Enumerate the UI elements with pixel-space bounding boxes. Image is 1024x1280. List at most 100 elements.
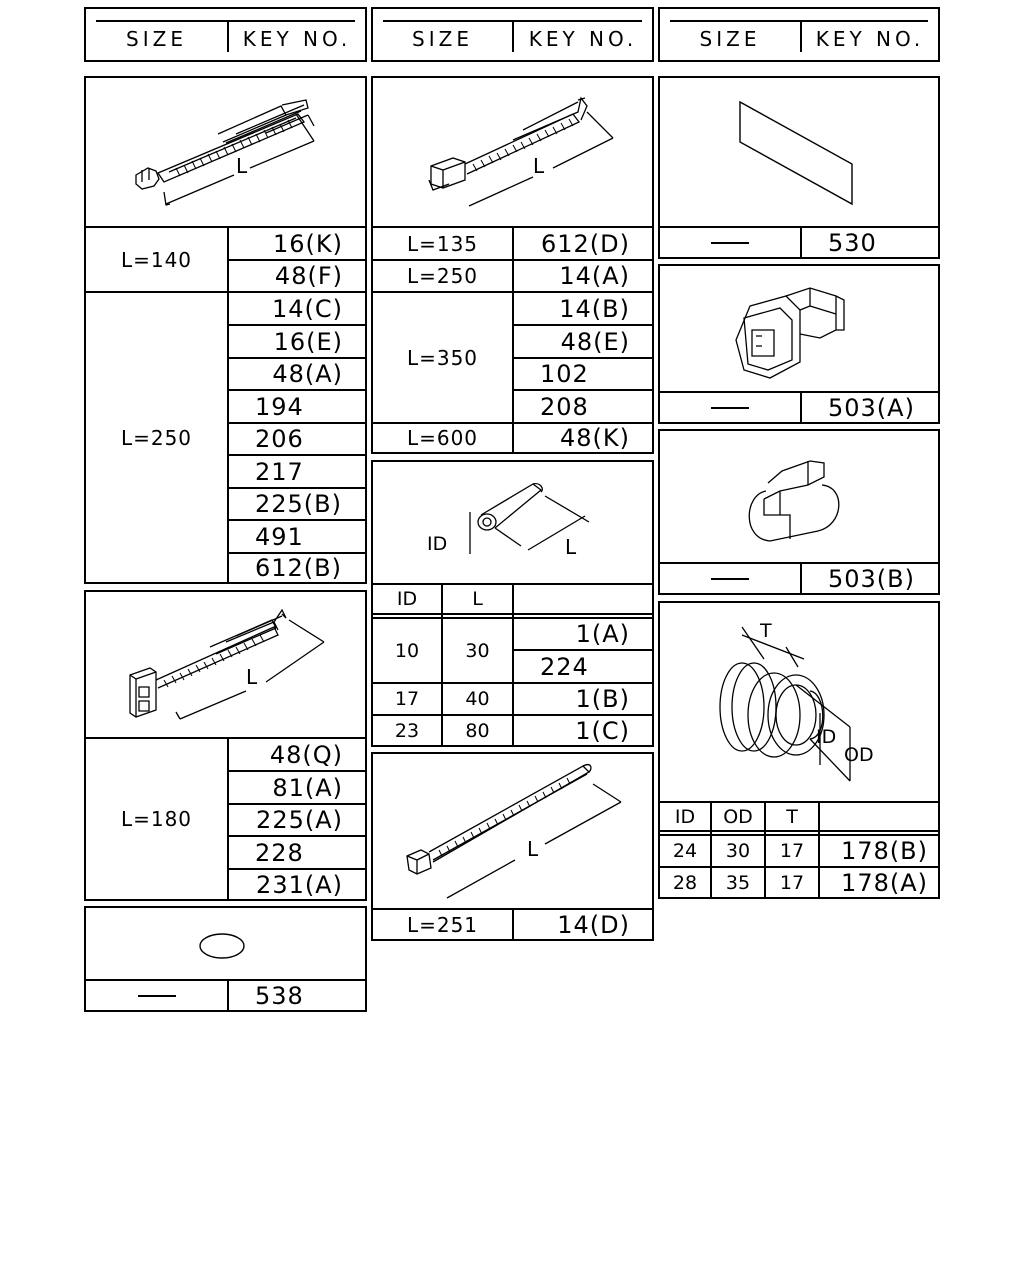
key-cell: 16(E) [273,327,343,356]
dimension-label-od: OD [844,744,874,766]
dash-mark [711,577,749,580]
column-header-id: ID [396,588,418,610]
key-cell: 81(A) [272,773,343,802]
cable-tie-panel: L L=140 16(K) 48(F) L=250 14(C) 16(E) 48… [84,76,367,584]
key-cell: 206 [255,425,304,453]
dash-mark [137,994,176,997]
header-size: SIZE [412,27,473,51]
dimension-label-t: T [759,620,772,642]
dash-mark [711,241,749,244]
key-cell: 1(C) [575,716,630,745]
key-cell: 48(F) [274,262,343,290]
key-cell: 102 [540,360,589,388]
key-cell: 217 [255,457,304,486]
dash-mark [711,406,749,409]
size-cell: L=600 [406,426,479,450]
column-header-l: L [472,588,483,610]
size-cell: L=140 [120,247,193,272]
header-key-no: KEY NO. [242,27,352,51]
ring-grommet-panel: T ID OD ID OD T 24 30 17 178(B) 28 35 17… [658,601,940,899]
dimension-label-id: ID [427,533,447,555]
cable-tie-long-illustration: L [373,754,652,910]
column-header-t: T [786,805,798,828]
column-header-id: ID [674,805,696,828]
tube-id-cell: 10 [394,639,420,662]
key-cell: 14(B) [559,294,630,323]
size-cell: L=135 [406,231,479,256]
cap-illustration [660,431,938,563]
key-cell: 178(B) [841,837,928,865]
size-cell: L=250 [406,264,479,288]
key-cell: 503(B) [828,564,915,593]
sheet-panel: 530 [658,76,940,259]
key-cell: 194 [255,392,304,421]
size-cell [86,981,227,1010]
cable-tie-illustration: L [86,78,365,228]
cable-tie-wide-illustration: L [373,78,652,228]
tube-illustration: ID L [427,462,652,559]
key-cell: 178(A) [841,868,928,897]
grommet-id-cell: 28 [672,871,698,894]
key-cell: 208 [540,392,589,421]
dimension-label-l: L [565,535,577,559]
tube-l-cell: 40 [465,688,490,710]
key-cell: 231(A) [256,870,343,899]
cable-tie-wide-panel: L L=135 612(D) L=250 14(A) L=350 14(B) 4… [371,76,654,454]
tube-id-cell: 23 [394,719,420,742]
dimension-label-l: L [533,154,545,178]
cable-tie-mount-panel: L L=180 48(Q) 81(A) 225(A) 228 231(A) [84,590,367,901]
key-cell: 14(A) [559,262,630,290]
key-cell: 503(A) [828,393,915,422]
key-cell: 48(A) [272,360,343,388]
size-cell: L=350 [406,345,479,370]
cable-tie-mount-illustration: L [86,592,365,738]
size-cell [660,564,800,593]
dimension-label-l: L [527,837,539,861]
key-cell: 1(A) [575,620,630,648]
grommet-t-cell: 17 [779,840,805,862]
header-col2: SIZE KEY NO. [371,7,654,62]
key-cell: 48(K) [559,424,630,452]
key-cell: 612(D) [540,229,630,258]
grommet-id-cell: 24 [672,840,698,862]
key-cell: 538 [255,981,304,1010]
grommet-od-cell: 30 [725,840,751,862]
key-cell: 612(B) [255,554,342,582]
key-cell: 228 [255,838,304,867]
key-cell: 225(A) [256,806,343,834]
size-cell: L=250 [120,425,193,450]
tube-panel: ID L ID L 10 30 1(A) 224 17 40 1(B) 23 8… [371,460,654,747]
tube-id-cell: 17 [394,688,420,710]
key-cell: 491 [255,522,304,551]
grommet-panel: 538 [84,906,367,1012]
connector-illustration [660,266,938,392]
size-cell: L=180 [120,807,193,831]
header-col1: SIZE KEY NO. [84,7,367,62]
cable-tie-long-panel: L L=251 14(D) [371,752,654,941]
key-cell: 225(B) [255,490,342,518]
size-cell: L=251 [406,912,479,937]
key-cell: 14(D) [557,910,630,939]
key-cell: 48(E) [560,327,630,356]
ring-grommet-illustration: T ID OD [660,620,874,803]
key-cell: 48(Q) [269,740,343,769]
header-col3: SIZE KEY NO. [658,7,940,62]
dimension-label-l: L [246,665,258,689]
sheet-illustration [660,78,938,228]
tube-l-cell: 30 [465,639,490,662]
size-cell [660,393,800,422]
header-key-no: KEY NO. [815,27,925,51]
header-size: SIZE [699,27,761,51]
header-size: SIZE [126,27,187,51]
tube-l-cell: 80 [465,719,490,742]
connector-panel: 503(A) [658,264,940,424]
grommet-od-cell: 35 [725,871,751,894]
dimension-label-id: ID [816,726,836,748]
oval-grommet-illustration [86,908,365,980]
key-cell: 530 [828,228,877,257]
dimension-label-l: L [236,154,248,178]
size-cell [660,228,800,257]
key-cell: 14(C) [271,294,343,323]
grommet-t-cell: 17 [779,871,805,894]
column-header-od: OD [723,805,753,828]
